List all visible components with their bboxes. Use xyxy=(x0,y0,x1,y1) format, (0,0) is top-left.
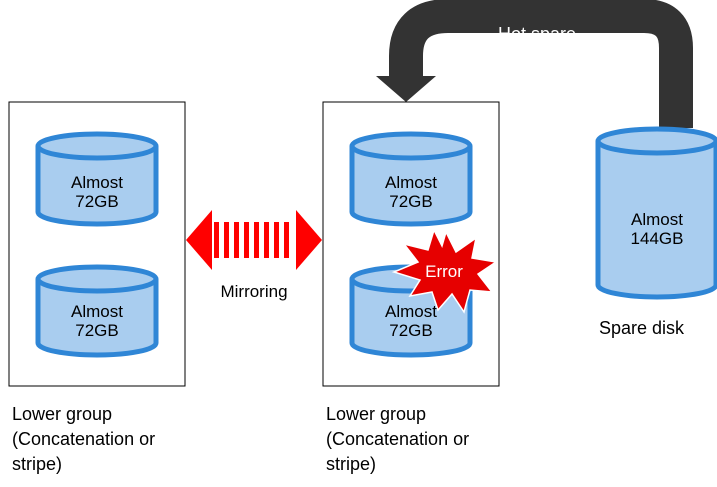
left-caption-line3: stripe) xyxy=(12,454,63,474)
left-group-caption: Lower group (Concatenation or stripe) xyxy=(12,402,155,477)
right-caption-line3: stripe) xyxy=(326,454,377,474)
disk-left-top: Almost 72GB xyxy=(35,131,159,227)
disk-right-bottom-line1: Almost xyxy=(385,302,437,321)
left-caption-line2: (Concatenation or xyxy=(12,429,156,449)
spare-disk: Almost 144GB xyxy=(595,126,717,300)
disk-right-top-line2: 72GB xyxy=(389,192,432,211)
spare-disk-line2: 144GB xyxy=(631,229,684,248)
left-caption-line1: Lower group xyxy=(12,404,113,424)
error-label: Error xyxy=(425,262,463,281)
disk-right-top: Almost 72GB xyxy=(349,131,473,227)
disk-left-bottom-line1: Almost xyxy=(71,302,123,321)
mirroring-label: Mirroring xyxy=(220,282,287,301)
disk-left-top-line2: 72GB xyxy=(75,192,118,211)
right-group-caption: Lower group (Concatenation or stripe) xyxy=(326,402,469,477)
disk-right-top-line1: Almost xyxy=(385,173,437,192)
right-caption-line1: Lower group xyxy=(326,404,427,424)
disk-left-top-line1: Almost xyxy=(71,173,123,192)
right-caption-line2: (Concatenation or xyxy=(326,429,470,449)
spare-disk-label: Spare disk xyxy=(599,318,685,338)
mirroring-arrow: Mirroring xyxy=(186,210,322,301)
disk-right-bottom-line2: 72GB xyxy=(389,321,432,340)
hot-spare-arrow: Hot spare xyxy=(376,0,693,128)
hot-spare-label: Hot spare xyxy=(498,24,576,44)
spare-disk-line1: Almost xyxy=(631,210,683,229)
error-burst: Error xyxy=(391,227,498,314)
disk-left-bottom-line2: 72GB xyxy=(75,321,118,340)
disk-left-bottom: Almost 72GB xyxy=(35,264,159,358)
